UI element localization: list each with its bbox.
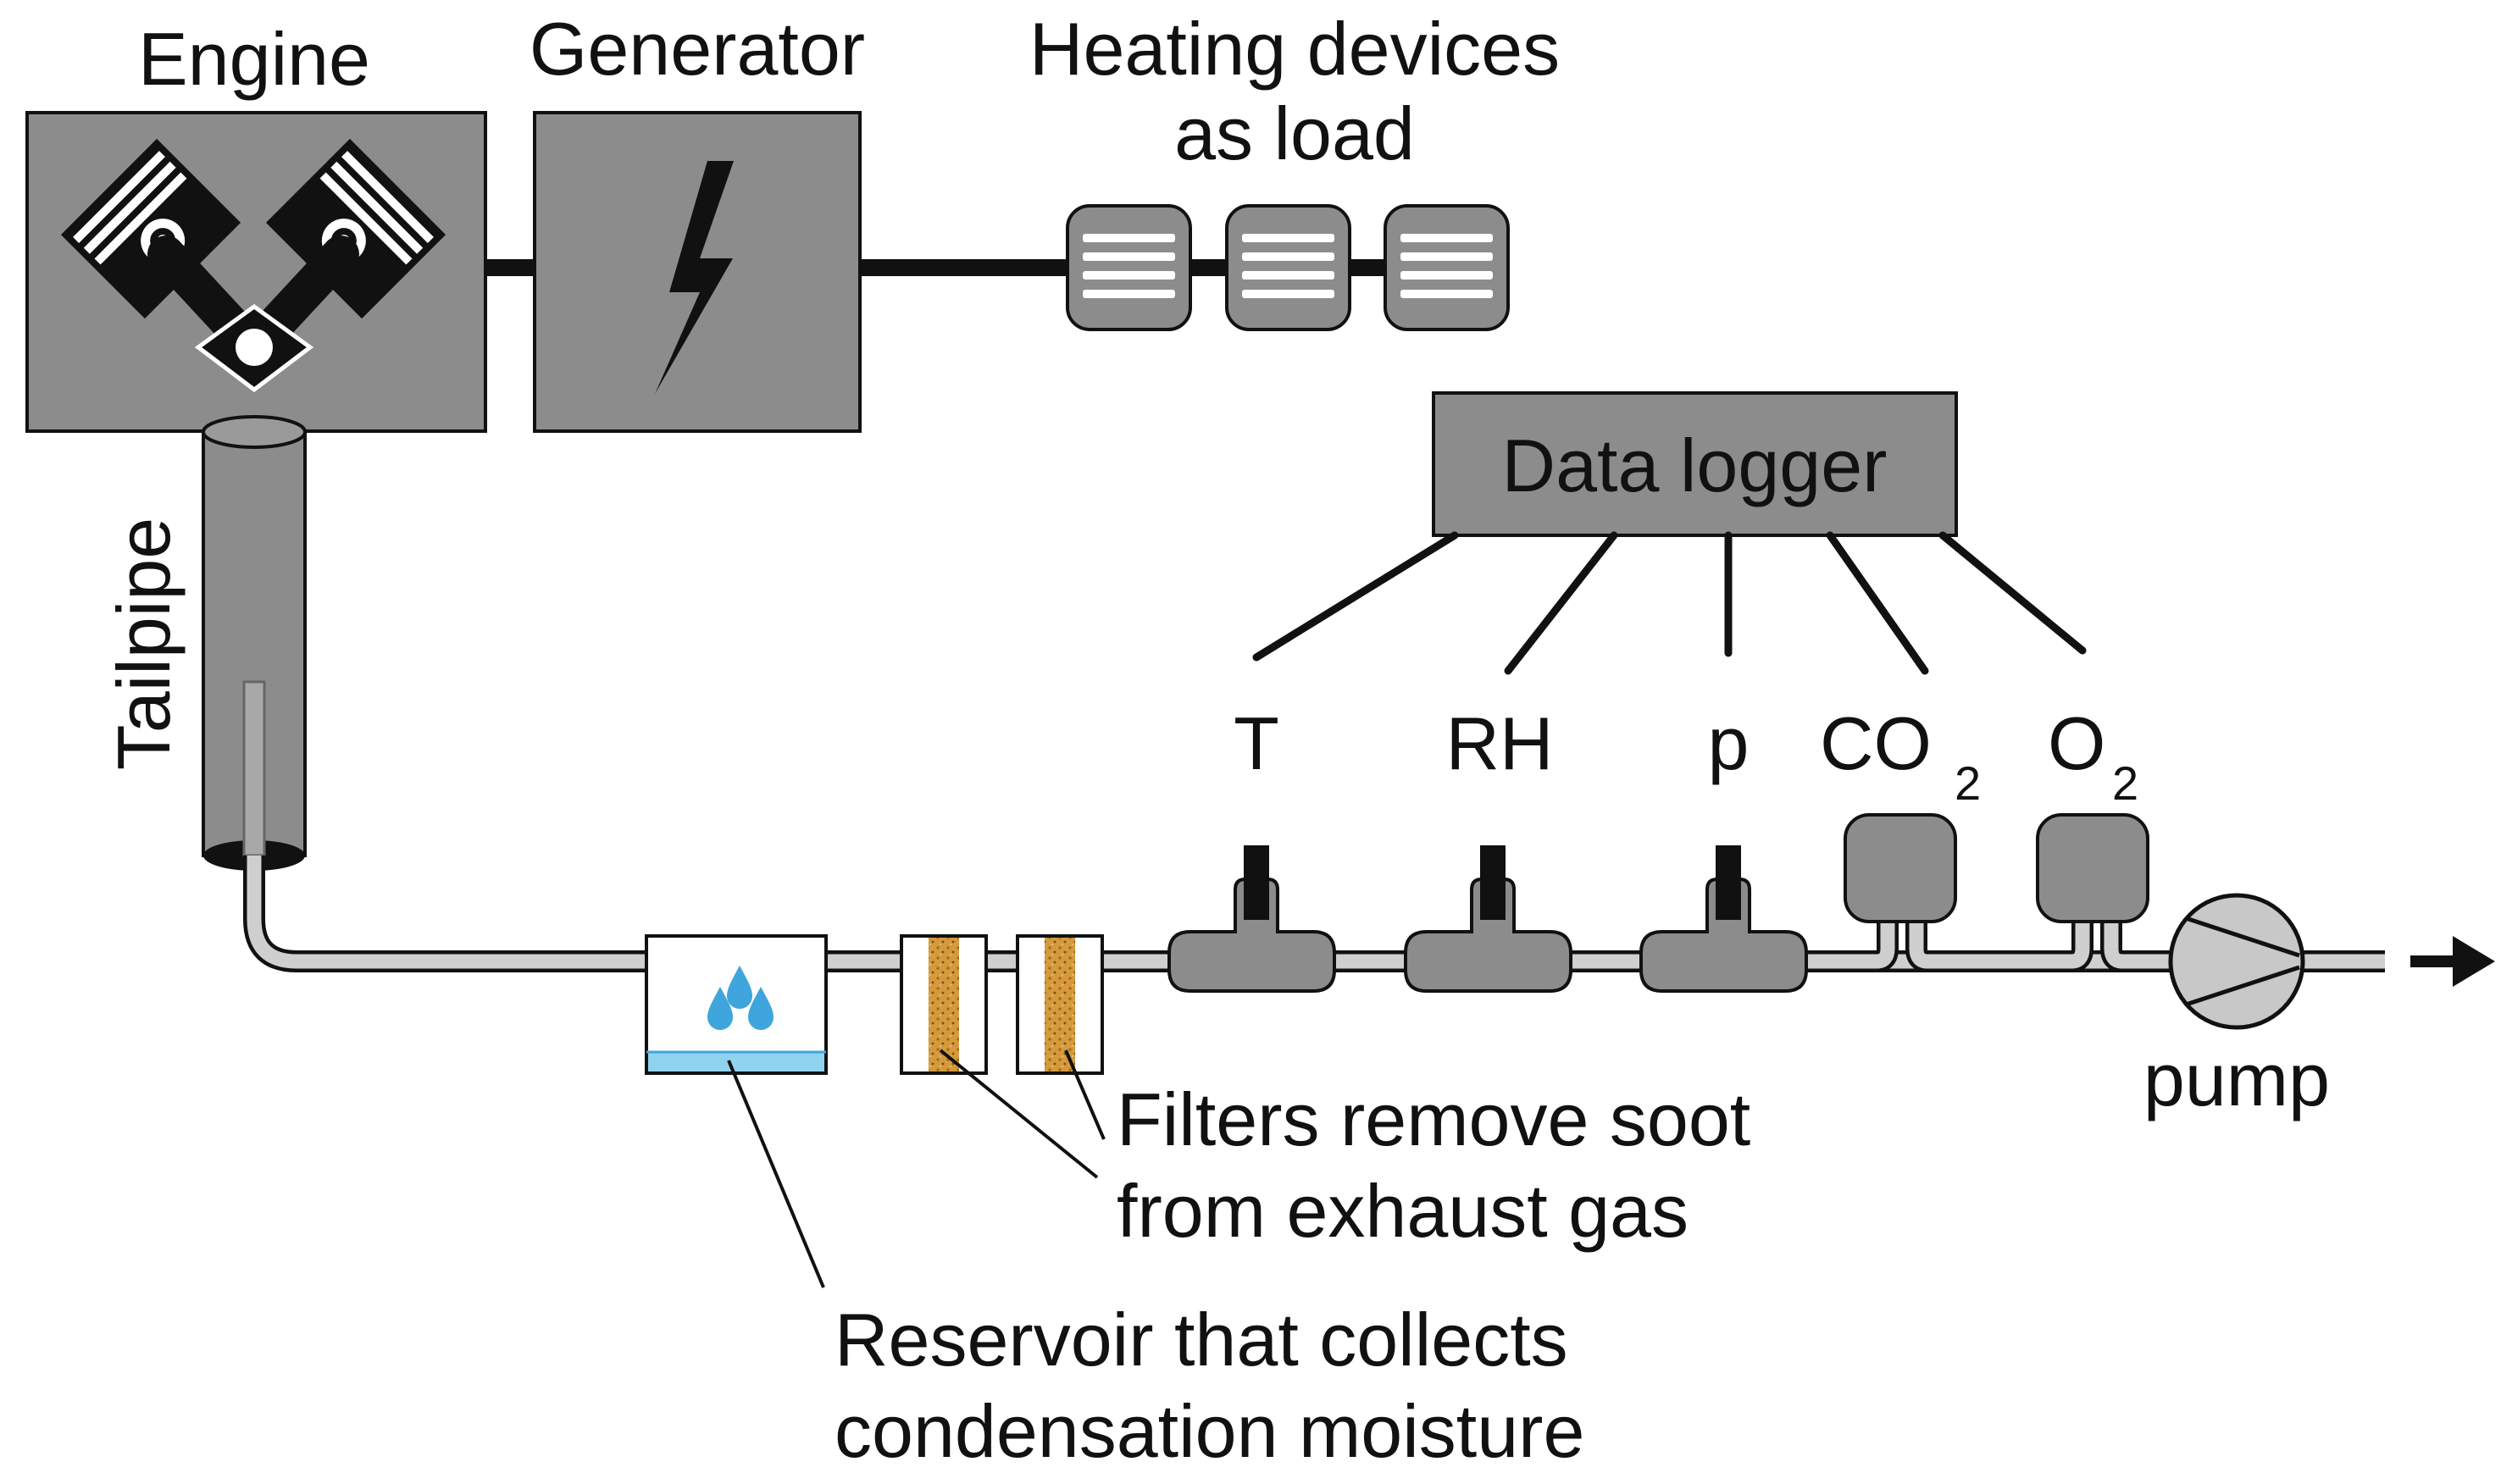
heater-grille-icon — [1400, 234, 1493, 298]
sensor-o2-label-main: O — [2048, 701, 2105, 785]
data-logger-label: Data logger — [1502, 424, 1888, 507]
sensor-p — [1639, 845, 1808, 993]
heating-devices-label-line2: as load — [1174, 91, 1415, 175]
pump — [2168, 893, 2305, 1030]
reservoir-label-line2: condensation moisture — [835, 1389, 1584, 1473]
sensor-rh — [1404, 845, 1572, 993]
power-cable — [860, 259, 1068, 276]
engine-generator-shaft — [485, 259, 535, 276]
sensor-o2-label: O 2 — [2048, 701, 2138, 810]
sensor-co2 — [1817, 813, 1957, 972]
heater-link-1 — [1190, 259, 1227, 276]
reservoir-label-line1: Reservoir that collects — [835, 1298, 1568, 1382]
sampling-line — [243, 856, 2385, 972]
arrow-right-icon — [2410, 936, 2495, 987]
heating-device-3 — [1384, 204, 1510, 331]
sensor-o2 — [2012, 813, 2149, 972]
sensor-co2-label-subscript: 2 — [1955, 756, 1981, 810]
v-engine-pistons-icon — [60, 138, 446, 393]
heater-link-2 — [1349, 259, 1385, 276]
condensate-water — [648, 1052, 824, 1071]
filter-2 — [1016, 934, 1104, 1075]
heating-devices-label-line1: Heating devices — [1029, 7, 1560, 91]
pump-label: pump — [2143, 1038, 2330, 1121]
heating-device-1 — [1066, 204, 1192, 331]
water-drops-icon — [707, 966, 774, 1030]
sensor-rh-label: RH — [1445, 701, 1553, 785]
sensor-p-label: p — [1708, 701, 1750, 785]
pump-icon — [2185, 916, 2300, 1007]
callout-lines — [727, 1049, 1106, 1288]
filters-label-line2: from exhaust gas — [1117, 1169, 1689, 1253]
sensor-o2-label-subscript: 2 — [2112, 756, 2138, 810]
lightning-bolt-icon — [655, 161, 734, 394]
filters-label-line1: Filters remove soot — [1117, 1077, 1750, 1161]
sensor-t-label: T — [1234, 701, 1279, 785]
tailpipe — [202, 415, 307, 871]
logger-wires — [1252, 531, 2087, 675]
tailpipe-label: Tailpipe — [102, 518, 186, 770]
engine-label: Engine — [138, 17, 370, 101]
sensor-t — [1167, 845, 1336, 993]
engine-box — [25, 111, 487, 433]
data-logger — [1432, 391, 1958, 537]
sensor-co2-label: CO 2 — [1820, 701, 1981, 810]
heater-grille-icon — [1242, 234, 1334, 298]
generator-label: Generator — [530, 7, 865, 91]
reservoir — [645, 934, 828, 1075]
heating-device-2 — [1225, 204, 1351, 331]
filter-1 — [900, 934, 988, 1075]
sensor-co2-label-main: CO — [1820, 701, 1932, 785]
heater-grille-icon — [1083, 234, 1175, 298]
generator-box — [533, 111, 862, 433]
